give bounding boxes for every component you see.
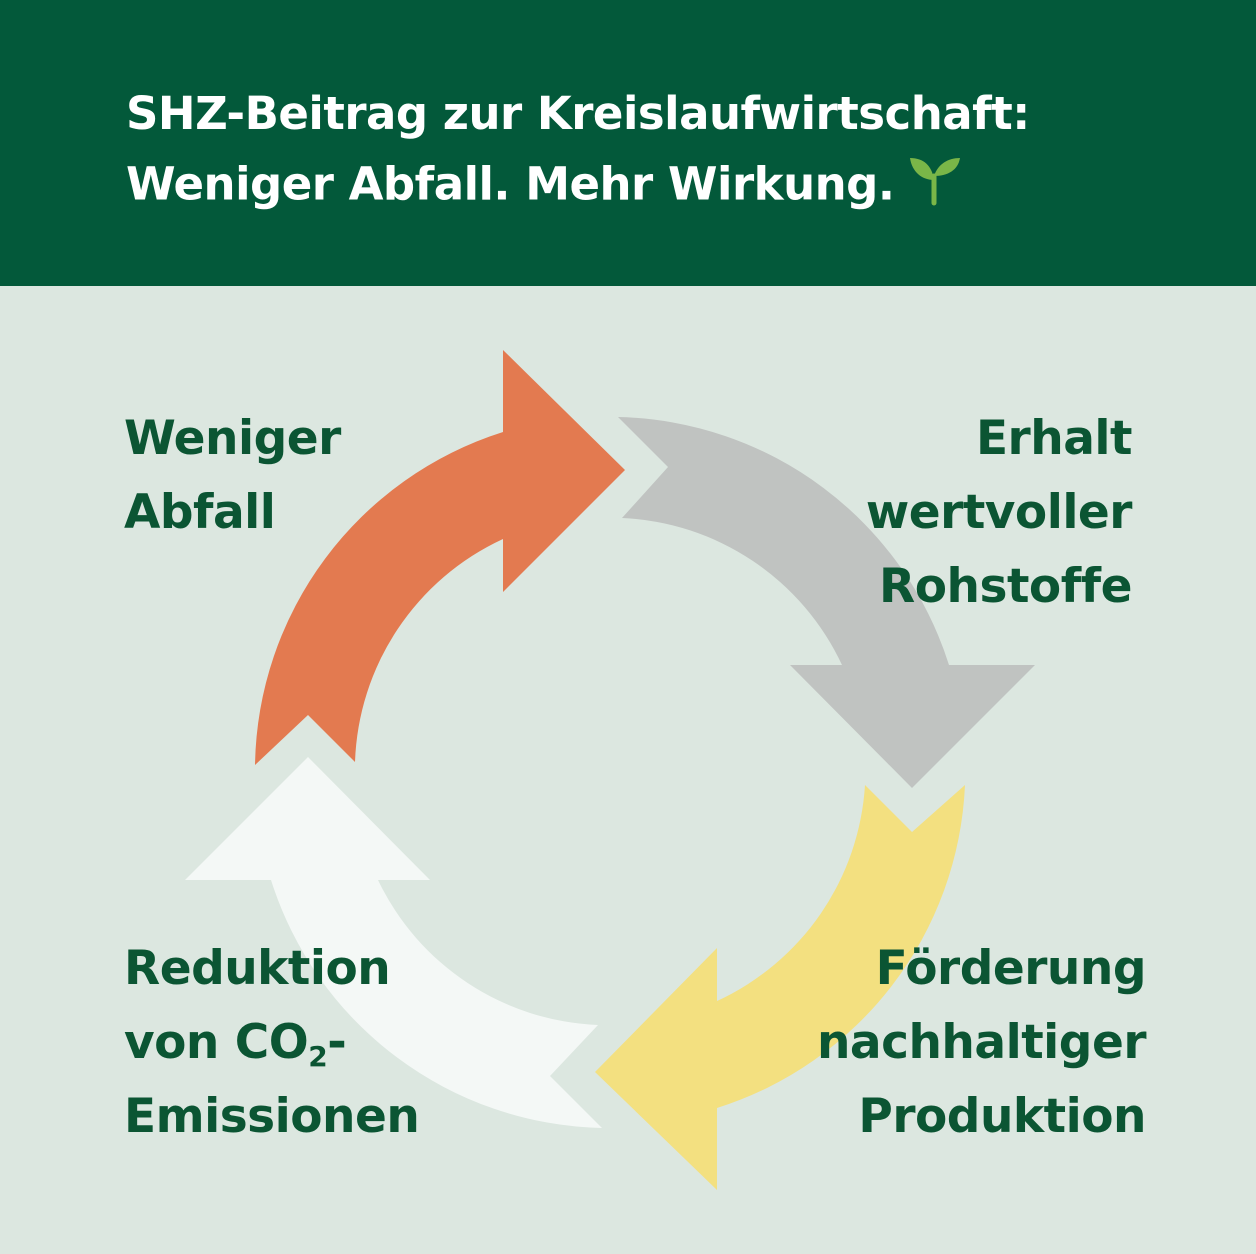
title-line-1: SHZ-Beitrag zur Kreislaufwirtschaft: xyxy=(126,87,1030,140)
sprout-icon xyxy=(904,148,964,227)
yellow-arrow xyxy=(595,785,965,1190)
label-text: - xyxy=(327,1015,347,1070)
page-title: SHZ-Beitrag zur Kreislaufwirtschaft: Wen… xyxy=(126,80,1030,227)
subscript: 2 xyxy=(308,1040,328,1073)
label-line: Erhalt xyxy=(975,411,1133,466)
orange-arrow xyxy=(255,350,625,765)
label-line: Reduktion xyxy=(124,941,391,996)
label-line: nachhaltiger xyxy=(816,1015,1147,1070)
white-arrow xyxy=(185,757,602,1128)
label-sustainable-production: Förderung nachhaltiger Produktion xyxy=(816,932,1147,1154)
label-line: wertvoller xyxy=(865,485,1133,540)
header-banner: SHZ-Beitrag zur Kreislaufwirtschaft: Wen… xyxy=(0,0,1256,286)
label-line: Abfall xyxy=(124,485,276,540)
label-raw-materials: Erhalt wertvoller Rohstoffe xyxy=(865,402,1133,624)
label-co2-reduction: Reduktion von CO2- Emissionen xyxy=(124,932,420,1154)
label-less-waste: Weniger Abfall xyxy=(124,402,341,550)
label-line: Rohstoffe xyxy=(879,559,1132,614)
label-line: Emissionen xyxy=(124,1089,420,1144)
label-line: Förderung xyxy=(875,941,1147,996)
label-line: Produktion xyxy=(858,1089,1146,1144)
label-line: Weniger xyxy=(124,411,341,466)
label-text: von CO xyxy=(124,1015,309,1070)
label-line: von CO2- xyxy=(124,1006,419,1080)
title-line-2: Weniger Abfall. Mehr Wirkung. xyxy=(126,148,1030,227)
gray-arrow xyxy=(618,417,1035,788)
